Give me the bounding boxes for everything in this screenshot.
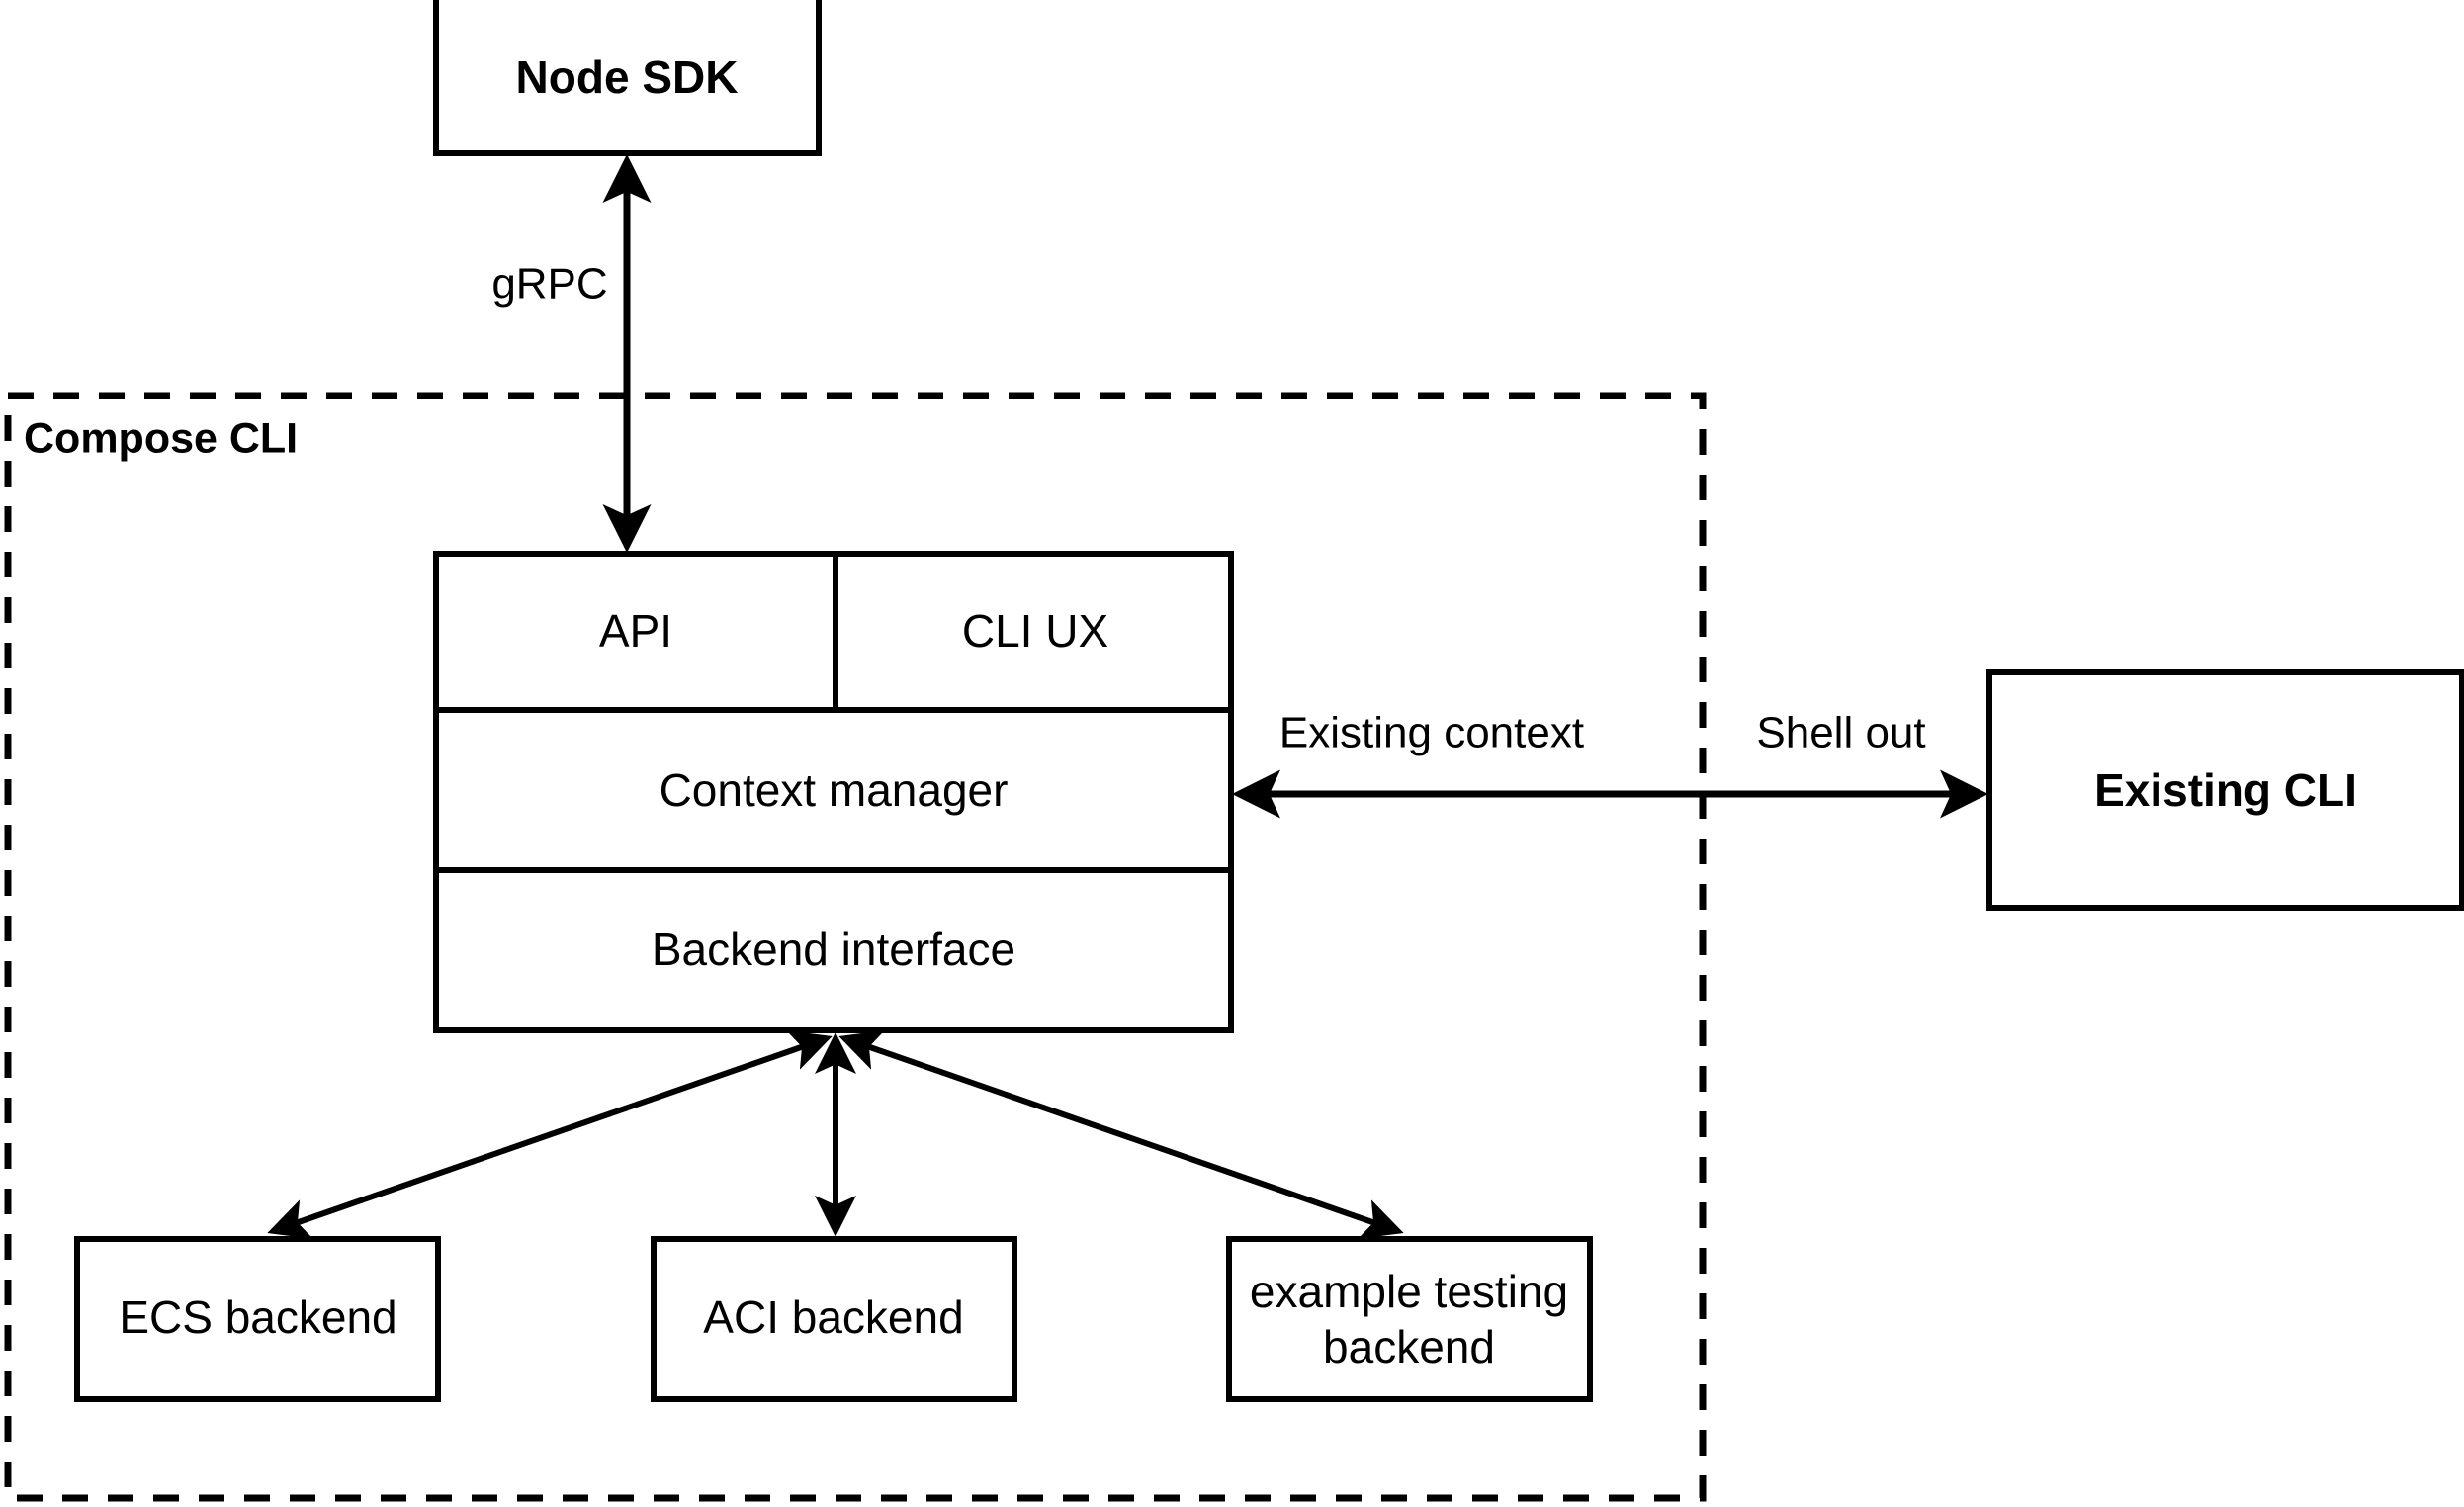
cli-ux-cell[interactable]: CLI UX [962,605,1108,657]
backend-to-example-arrow [838,1030,1404,1239]
backend-to-ecs-arrow [267,1030,833,1239]
context-manager-cell[interactable]: Context manager [660,764,1009,816]
existing-cli-box[interactable]: Existing CLI [1986,669,2464,911]
aci-backend-box-border [651,1236,1017,1402]
example-testing-backend-box-border [1226,1236,1593,1402]
example-testing-backend-box[interactable]: example testing backend [1226,1236,1593,1402]
example-testing-backend-label-line1: example testing [1250,1266,1568,1317]
compose-cli-group-border [4,392,1707,1502]
context-manager-label: Context manager [660,764,1009,816]
backend-fanout-edges [267,1030,1404,1239]
ecs-backend-label: ECS backend [119,1291,396,1343]
compose-cli-stack: API CLI UX Context manager Backend inter… [433,551,1234,1033]
example-testing-backend-label-line2: backend [1323,1321,1495,1373]
existing-cli-box-fill [1989,672,2462,908]
node-sdk-box[interactable]: Node SDK [433,0,822,156]
compose-cli-group: Compose CLI [4,392,1707,1502]
node-sdk-label: Node SDK [516,51,739,103]
existing-cli-label: Existing CLI [2094,764,2357,816]
backend-interface-label: Backend interface [652,924,1015,975]
aci-backend-label: ACI backend [703,1291,963,1343]
grpc-edge-label: gRPC [491,260,607,309]
compose-cli-group-label: Compose CLI [24,414,298,462]
node-sdk-box-border [433,0,822,156]
ecs-backend-box-border [74,1236,441,1402]
example-testing-backend-box-fill [1229,1239,1590,1399]
existing-context-edge-label: Existing context [1279,709,1584,757]
api-cell[interactable]: API [599,605,672,657]
cli-ux-label: CLI UX [962,605,1108,657]
ecs-backend-box[interactable]: ECS backend [74,1236,441,1402]
api-label: API [599,605,672,657]
node-sdk-box-fill [436,0,819,153]
backend-interface-cell[interactable]: Backend interface [652,924,1015,975]
aci-backend-box[interactable]: ACI backend [651,1236,1017,1402]
grpc-edge: gRPC [491,154,652,553]
shell-out-edge-label: Shell out [1756,709,1925,757]
ecs-backend-box-fill [77,1239,438,1399]
aci-backend-box-fill [654,1239,1014,1399]
context-manager-existing-cli-edge: Existing context Shell out [1232,709,1988,819]
existing-cli-box-border [1986,669,2464,911]
